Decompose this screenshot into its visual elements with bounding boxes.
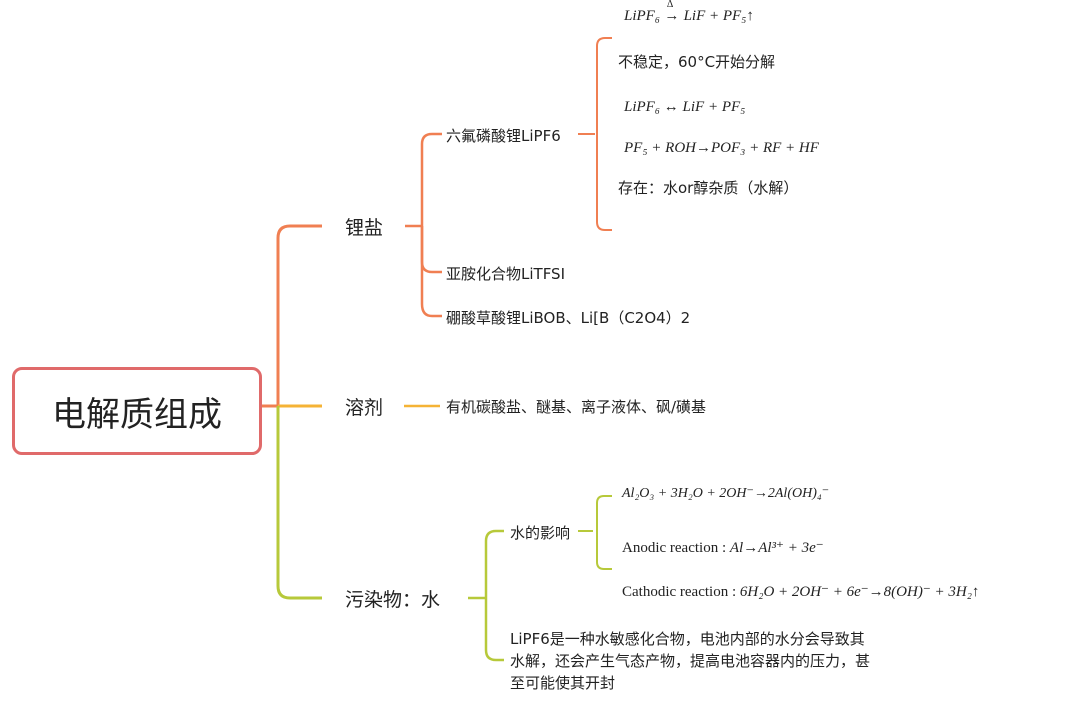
node-litfsi[interactable]: 亚胺化合物LiTFSI [446, 265, 565, 283]
node-solvent-types[interactable]: 有机碳酸盐、醚基、离子液体、砜/磺基 [446, 398, 707, 416]
branch-solvent[interactable]: 溶剂 [345, 397, 384, 419]
equation-anodic: Anodic reaction : Al→Al³⁺ + 3e⁻ [622, 537, 824, 557]
connector-contaminant-note [484, 598, 504, 662]
connector-trunk-lithium [276, 224, 322, 406]
bracket-lipf6 [596, 37, 612, 231]
cathodic-math: 6H₂O + 2OH⁻ + 6e⁻→8(OH)⁻ + 3H₂↑ [739, 584, 980, 600]
node-water-effect[interactable]: 水的影响 [510, 524, 571, 542]
anodic-prefix: Anodic reaction : [622, 540, 730, 556]
bracket-water-effect [596, 495, 612, 570]
eq1-arrow-glyph: → [664, 8, 680, 24]
branch-lithium-salts[interactable]: 锂盐 [345, 217, 384, 239]
connector-lithium-libob [420, 226, 442, 318]
equation-cathodic: Cathodic reaction : 6H₂O + 2OH⁻ + 6e⁻→8(… [622, 581, 979, 601]
eq1-arrow: Δ → [664, 0, 680, 25]
connector-contaminant-effect [484, 529, 504, 598]
connector-lithium-litfsi [420, 226, 442, 274]
branch-contaminant-water[interactable]: 污染物：水 [345, 589, 441, 611]
equation-lipf6-decomposition: LiPF₆ Δ → LiF + PF₅↑ [624, 0, 754, 25]
node-lipf6[interactable]: 六氟磷酸锂LiPF6 [446, 127, 561, 145]
node-libob[interactable]: 硼酸草酸锂LiBOB、Li[B（C2O4）2 [446, 309, 691, 327]
equation-pf5-hydrolysis: PF₅ + ROH→POF₃ + RF + HF [624, 140, 819, 156]
eq1-rhs: LiF + PF₅↑ [683, 8, 754, 24]
eq1-lhs: LiPF₆ [624, 8, 661, 24]
root-node[interactable]: 电解质组成 [12, 367, 262, 455]
node-lipf6-water-note[interactable]: LiPF6是一种水敏感化合物，电池内部的水分会导致其水解，还会产生气态产物，提高… [510, 630, 871, 692]
connector-trunk-contaminant [276, 406, 322, 600]
connector-lithium-lipf6 [420, 132, 442, 226]
equation-lipf6-equilibrium: LiPF₆ ↔ LiF + PF₅ [624, 99, 746, 115]
cathodic-prefix: Cathodic reaction : [622, 584, 740, 600]
eq1-delta: Δ [666, 0, 674, 10]
note-unstable: 不稳定，60°C开始分解 [618, 53, 776, 71]
anodic-math: Al→Al³⁺ + 3e⁻ [729, 540, 824, 556]
root-label: 电解质组成 [52, 394, 222, 435]
equation-alumina-dissolution: Al₂O₃ + 3H₂O + 2OH⁻→2Al(OH)₄⁻ [622, 486, 830, 501]
note-impurity: 存在：水or醇杂质（水解） [618, 179, 799, 197]
